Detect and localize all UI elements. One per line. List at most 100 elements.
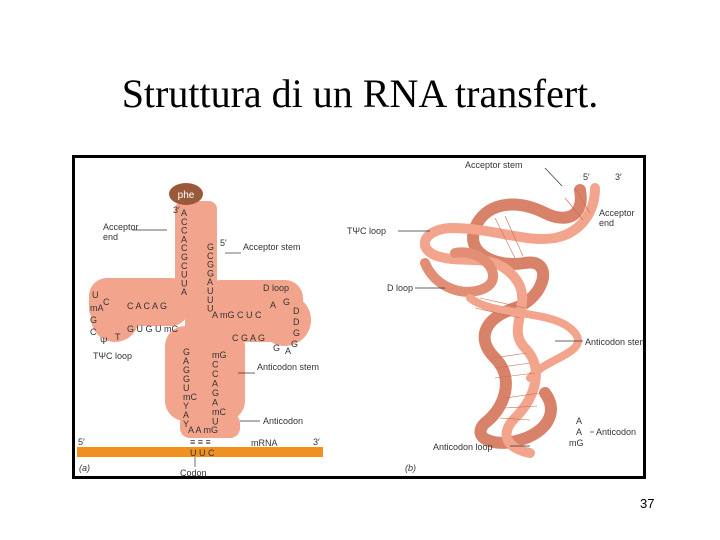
tpsic-loop-base: mA [90,303,104,313]
anticodon-base-b: A [576,416,582,426]
three-prime-label-a: 3′ [173,205,180,215]
codon-label: Codon [180,468,207,476]
nucleotide: A [183,410,189,420]
tpsic-loop-base: T [115,332,121,342]
nucleotide: C [212,360,219,370]
d-loop-label-a: D loop [263,283,289,293]
anticodon-loop-label: Anticodon loop [433,442,493,452]
nucleotide: U [207,286,214,296]
nucleotide: G [183,365,190,375]
tpsic-loop-base: C [90,327,97,337]
d-stem-bottom: C G A G [232,333,265,343]
nucleotide: mG [212,350,227,360]
anticodon-label-a: Anticodon [263,416,303,426]
nucleotide: G [207,260,214,270]
nucleotide: U [212,417,219,427]
nucleotide: G [283,297,290,307]
nucleotide: G [207,242,214,252]
anticodon-base-b: A [576,427,582,437]
nucleotide: U [207,304,214,314]
nucleotide: C [181,243,188,253]
nucleotide: U [181,270,188,280]
nucleotide: A [212,379,218,389]
nucleotide: G [291,339,298,349]
slide-title: Struttura di un RNA transfert. [121,71,599,116]
nucleotide: D [293,317,300,327]
mrna-label: mRNA [251,438,278,448]
nucleotide: Y [183,401,189,411]
nucleotide: U [207,295,214,305]
nucleotide: C [181,261,188,271]
five-prime-label-b: 5′ [583,172,590,182]
five-prime-label-a: 5′ [220,238,227,248]
mrna-strand [77,447,323,457]
nucleotide: Y [183,419,189,429]
tpsic-stem-bottom: G U G U mC [127,324,178,334]
base-pair-rungs [474,187,591,421]
nucleotide: A [285,346,291,356]
phe-label: phe [178,190,195,201]
nucleotide: C [181,226,188,236]
nucleotide: D [293,306,300,316]
tpsic-loop-base: G [90,315,97,325]
anticodon-base-b: mG [569,438,584,448]
three-prime-label-b: 3′ [615,172,622,182]
nucleotide: U [181,278,188,288]
nucleotide: A [183,356,189,366]
ribbon-structure [420,183,600,458]
codon-bases: U U C [190,448,215,458]
mrna-3prime: 3′ [313,437,320,447]
anticodon-stem-label-b: Anticodon stem [585,337,643,347]
tpsic-loop-base: U [92,290,99,300]
page-number: 37 [640,496,655,511]
nucleotide: A [181,234,187,244]
panel-b-label: (b) [405,463,416,473]
nucleotide: mC [212,407,226,417]
acceptor-stem-label-b: Acceptor stem [465,160,523,170]
nucleotide: G [183,347,190,357]
nucleotide: mC [183,392,197,402]
d-stem-top: A mG C U C [212,310,262,320]
anticodon-label-b: Anticodon [596,427,636,437]
d-loop-label-b: D loop [387,283,413,293]
nucleotide: U [183,383,190,393]
leader-lines-a [132,229,260,467]
tpsic-loop-label-b: TΨC loop [347,226,386,236]
nucleotide: A [181,287,187,297]
nucleotide: G [207,268,214,278]
nucleotide: C [212,369,219,379]
anticodon-stem-label-a: Anticodon stem [257,362,319,372]
cloverleaf-body [89,201,311,438]
nucleotide: C [207,251,214,261]
nucleotide: A [181,208,187,218]
phe-amino-acid [169,183,203,205]
nucleotide: G [273,343,280,353]
nucleotide: A [270,300,276,310]
anticodon-bases: A A mG [188,425,218,435]
mrna-5prime: 5′ [78,437,85,447]
tpsic-stem-top: C A C A G [127,301,167,311]
tpsic-loop-label: TΨC loop [93,351,132,361]
nucleotide: G [183,374,190,384]
panel-a-label: (a) [79,463,90,473]
nucleotide: A [212,398,218,408]
acceptor-stem-label-a: Acceptor stem [243,242,301,252]
nucleotide: A [207,277,213,287]
nucleotide: G [293,328,300,338]
acceptor-end-label-a: Acceptor end [103,222,141,242]
nucleotide: G [181,252,188,262]
tpsic-loop-base: Ψ [100,336,108,346]
base-pairs: ≡ ≡ ≡ [190,437,211,447]
leader-lines-b [398,167,594,447]
nucleotide: C [181,217,188,227]
